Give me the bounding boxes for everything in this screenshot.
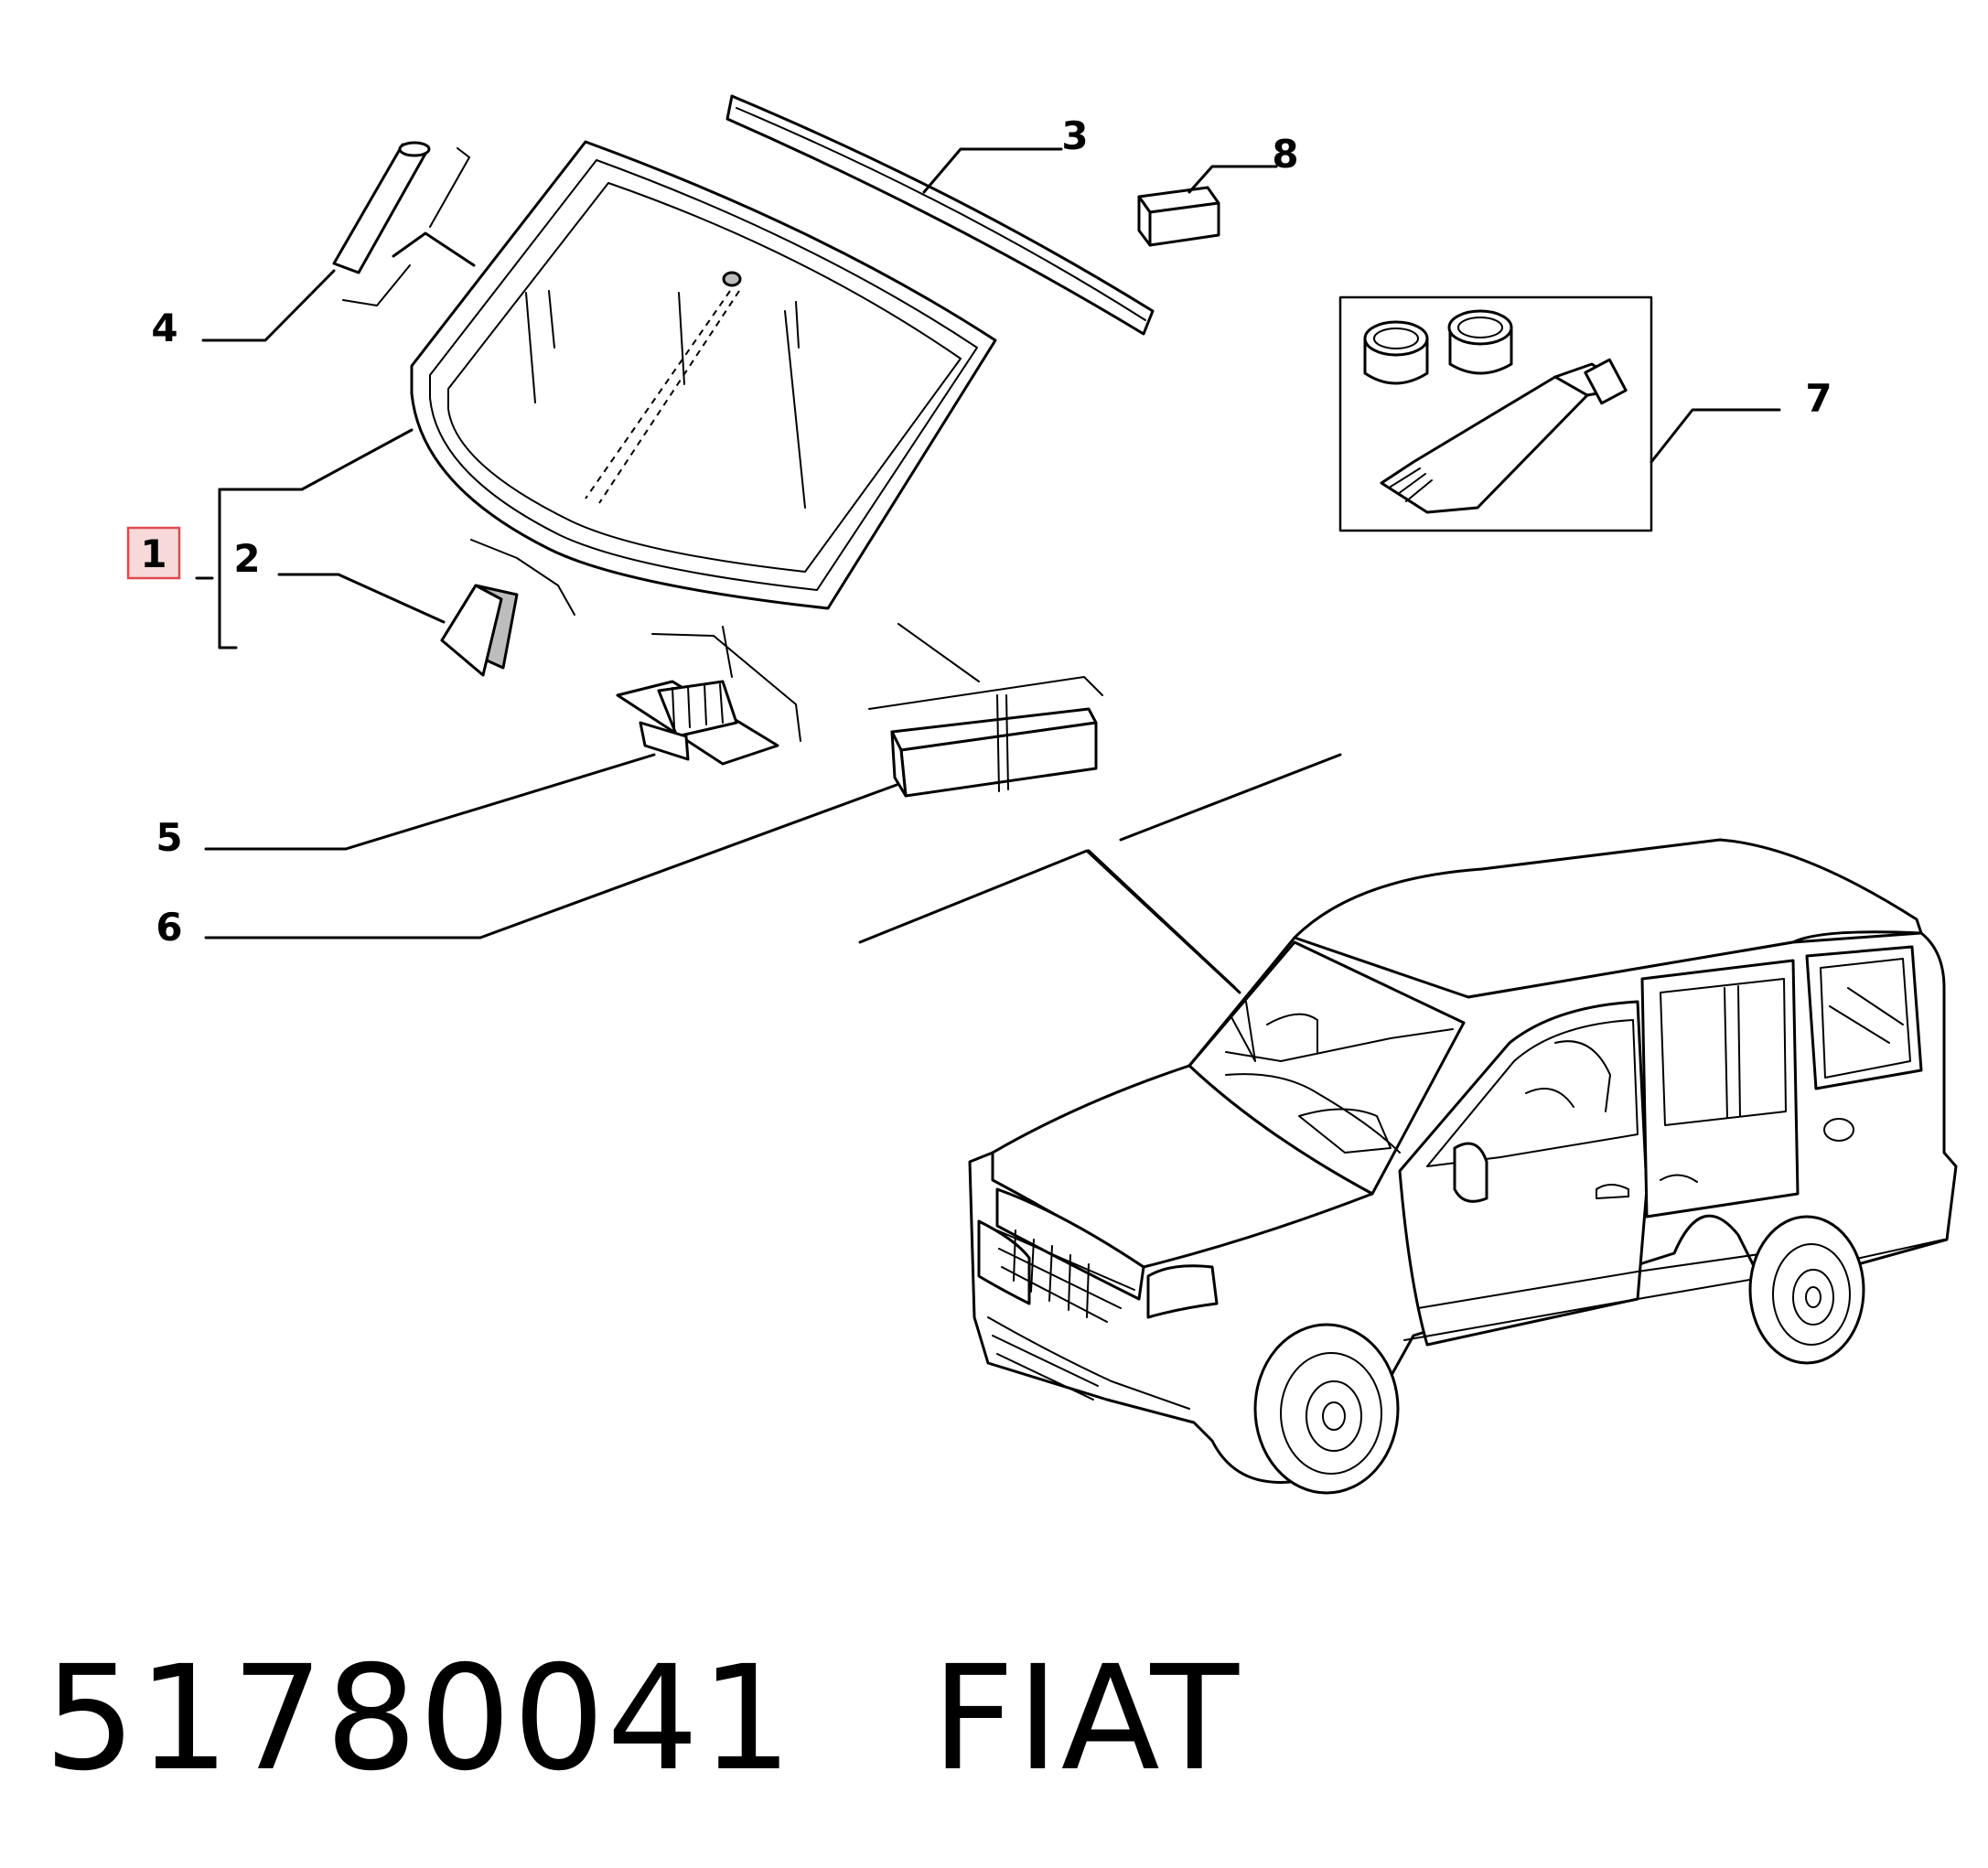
callout-5-label[interactable]: 5	[156, 815, 182, 860]
callout-1-label: 1	[140, 531, 167, 576]
brand-name: FIAT	[931, 1635, 1241, 1803]
van-illustration	[968, 838, 1958, 1495]
connector-part	[616, 626, 801, 766]
windshield-part	[410, 140, 997, 610]
trim-part	[332, 141, 470, 306]
leader-lines	[195, 147, 1781, 994]
callout-3-label[interactable]: 3	[1061, 113, 1088, 158]
callout-4-label[interactable]: 4	[151, 306, 177, 350]
upper-seal-part	[725, 94, 1155, 336]
part-number: 51780041	[44, 1635, 795, 1803]
sensor-bar-part	[868, 623, 1103, 798]
block-part	[1137, 186, 1220, 247]
callout-8-label[interactable]: 8	[1272, 132, 1298, 177]
callout-2-label[interactable]: 2	[233, 536, 260, 581]
callout-7-label[interactable]: 7	[1805, 376, 1832, 421]
parts-diagram: 1 2 3 4 5 6 7 8	[126, 94, 1958, 1495]
wedge-part	[440, 539, 575, 677]
callout-1[interactable]: 1	[126, 526, 181, 580]
callout-6-label[interactable]: 6	[156, 905, 182, 950]
callout-1-highlight	[126, 526, 181, 580]
adhesive-kit-part	[1338, 295, 1653, 532]
